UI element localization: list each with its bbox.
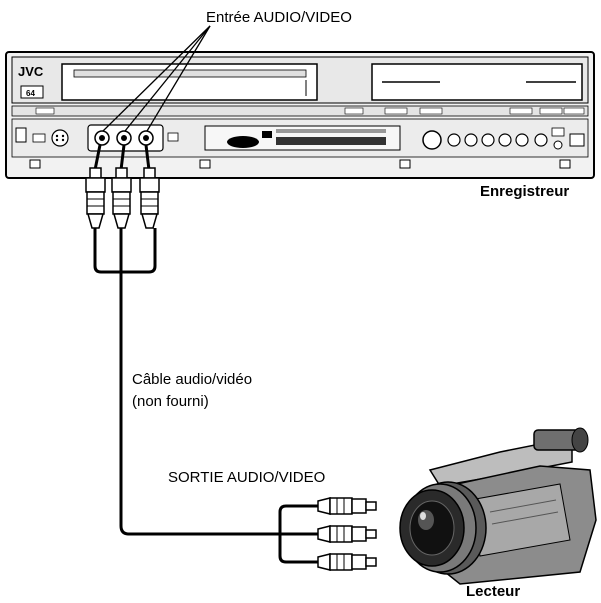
channel-display: 64 bbox=[26, 89, 35, 98]
output-label: SORTIE AUDIO/VIDEO bbox=[168, 469, 325, 486]
rca-plug-out-middle bbox=[317, 525, 377, 543]
cable-label-line1: Câble audio/vidéo bbox=[132, 371, 252, 388]
vhs-cassette-slot bbox=[61, 63, 318, 101]
camcorder-device bbox=[399, 427, 597, 585]
rca-plug-video bbox=[85, 167, 106, 229]
rca-plug-out-top bbox=[317, 497, 377, 515]
cable-label-line2: (non fourni) bbox=[132, 393, 209, 410]
recorder-label: Enregistreur bbox=[480, 183, 569, 200]
recorder-device: JVC 64 bbox=[5, 51, 595, 179]
rca-plug-out-bottom bbox=[317, 553, 377, 571]
rca-plug-audio-left bbox=[111, 167, 132, 229]
brand-logo: JVC bbox=[18, 64, 44, 79]
input-pointer-lines bbox=[102, 25, 211, 132]
player-label: Lecteur bbox=[466, 583, 520, 600]
rca-plug-audio-right bbox=[139, 167, 160, 229]
av-cable bbox=[93, 144, 318, 564]
input-label: Entrée AUDIO/VIDEO bbox=[206, 9, 352, 26]
